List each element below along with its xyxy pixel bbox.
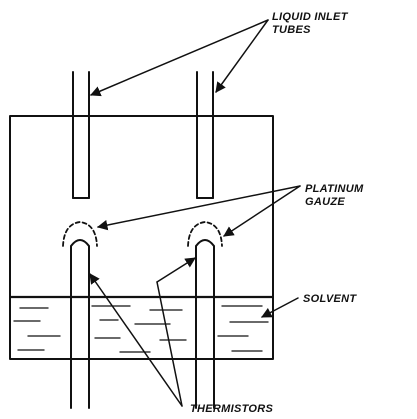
label-liquid-inlet: LIQUID INLET <box>272 11 349 23</box>
leader-arrows <box>89 19 301 407</box>
label-liquid-inlet-tubes: TUBES <box>272 24 311 36</box>
arrow-solvent <box>261 297 299 318</box>
label-platinum: PLATINUM <box>305 183 364 195</box>
inlet-tube-right <box>196 71 214 199</box>
arrow-thermistor-left <box>89 273 183 407</box>
arrow-thermistor-right <box>156 281 183 407</box>
inlet-tube-left <box>72 71 90 199</box>
arrow-inlet-left <box>90 19 269 97</box>
arrow-thermistor-right-tip <box>156 257 196 283</box>
thermistor-probe-left <box>62 221 98 409</box>
label-gauze: GAUZE <box>305 196 345 208</box>
thermistor-probe-right <box>187 221 223 409</box>
arrow-gauze-right <box>223 185 301 237</box>
arrow-inlet-right <box>215 19 269 93</box>
label-thermistors: THERMISTORS <box>190 403 274 415</box>
arrow-gauze-left <box>96 185 301 231</box>
label-solvent: SOLVENT <box>303 293 357 305</box>
container-box <box>9 115 274 360</box>
solvent-liquid <box>9 295 274 353</box>
